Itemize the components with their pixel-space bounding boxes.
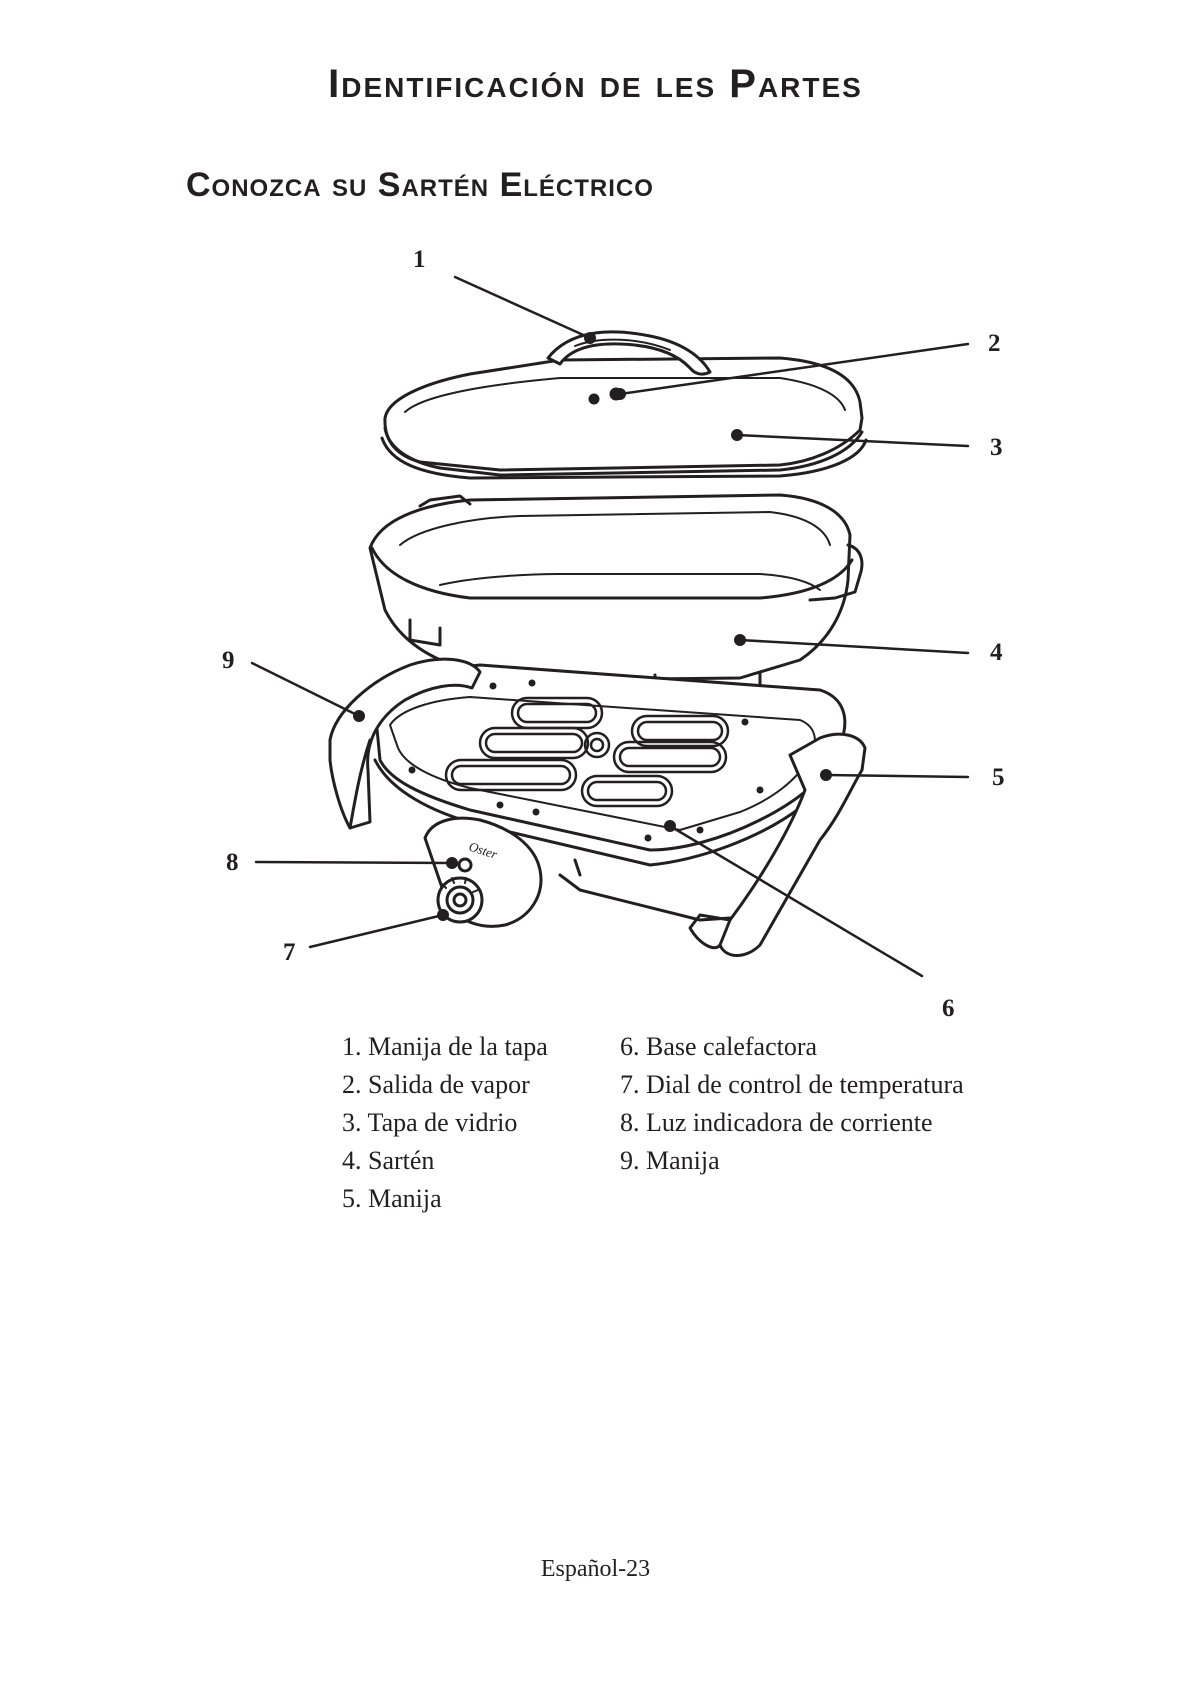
lid-handle [548,332,710,374]
page-number: Español-23 [0,1556,1191,1583]
callout-2: 2 [988,331,1001,356]
list-item: 4. Sartén [342,1142,548,1180]
list-item: 9. Manija [620,1142,964,1180]
power-indicator-light [459,859,471,871]
callout-5: 5 [992,765,1005,790]
list-item: 2. Salida de vapor [342,1066,548,1104]
parts-list-right: 6. Base calefactora 7. Dial de control d… [620,1028,964,1180]
callout-7: 7 [283,940,296,965]
list-item: 6. Base calefactora [620,1028,964,1066]
steam-vent-dot [590,395,598,403]
callout-1: 1 [413,247,426,272]
callout-8: 8 [226,850,239,875]
list-item: 7. Dial de control de temperatura [620,1066,964,1104]
list-item: 8. Luz indicadora de corriente [620,1104,964,1142]
list-item: 1. Manija de la tapa [342,1028,548,1066]
base-legs [560,860,730,920]
callout-4: 4 [990,640,1003,665]
glass-lid [382,358,866,478]
callout-6: 6 [942,996,955,1021]
list-item: 5. Manija [342,1180,548,1218]
callout-9: 9 [222,648,235,673]
list-item: 3. Tapa de vidrio [342,1104,548,1142]
parts-list-left: 1. Manija de la tapa 2. Salida de vapor … [342,1028,548,1218]
callout-3: 3 [990,435,1003,460]
